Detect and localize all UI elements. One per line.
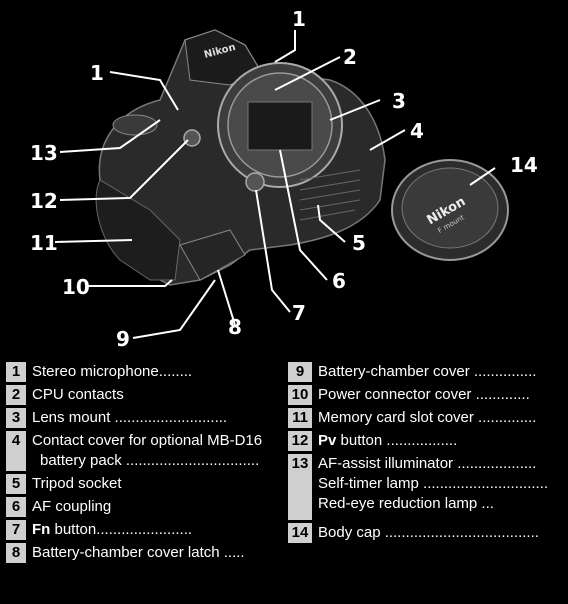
callout-3: 3 <box>392 89 406 113</box>
legend: 1 Stereo microphone........ 2 CPU contac… <box>0 362 568 604</box>
legend-number: 4 <box>6 431 26 471</box>
callout-2: 2 <box>343 45 357 69</box>
legend-label: Body cap ...............................… <box>318 524 539 541</box>
legend-label: AF-assist illuminator ..................… <box>318 455 537 472</box>
legend-label: button ................. <box>336 432 458 449</box>
legend-number: 14 <box>288 523 312 543</box>
legend-label: Stereo microphone........ <box>32 363 193 380</box>
legend-label-bold: Fn <box>32 521 51 538</box>
callout-5: 5 <box>352 231 366 255</box>
callout-13: 13 <box>30 141 58 165</box>
legend-label: CPU contacts <box>32 386 124 403</box>
callout-8: 8 <box>228 315 242 339</box>
legend-item-6: 6 AF coupling <box>6 497 274 517</box>
callout-9: 9 <box>116 327 130 351</box>
camera-diagram: Nikon Nikon F mount <box>30 7 538 351</box>
callout-4: 4 <box>410 119 424 143</box>
legend-number: 3 <box>6 408 26 428</box>
callout-1-left: 1 <box>90 61 104 85</box>
legend-item-3: 3 Lens mount ........................... <box>6 408 274 428</box>
legend-label: Contact cover for optional MB-D16 <box>32 432 263 449</box>
legend-item-7: 7 Fn button....................... <box>6 520 274 540</box>
legend-label: Memory card slot cover .............. <box>318 409 537 426</box>
legend-number: 13 <box>288 454 312 520</box>
legend-left-column: 1 Stereo microphone........ 2 CPU contac… <box>6 362 274 566</box>
legend-label: Power connector cover ............. <box>318 386 530 403</box>
legend-item-4: 4 Contact cover for optional MB-D16 batt… <box>6 431 274 471</box>
legend-number: 6 <box>6 497 26 517</box>
callout-10: 10 <box>62 275 90 299</box>
legend-number: 5 <box>6 474 26 494</box>
legend-item-9: 9 Battery-chamber cover ............... <box>288 362 564 382</box>
legend-label: Battery-chamber cover latch ..... <box>32 544 245 561</box>
legend-label: button....................... <box>50 521 193 538</box>
legend-item-11: 11 Memory card slot cover .............. <box>288 408 564 428</box>
legend-right-column: 9 Battery-chamber cover ............... … <box>288 362 564 546</box>
legend-label-line2: Self-timer lamp ........................… <box>318 475 549 492</box>
legend-number: 1 <box>6 362 26 382</box>
camera-body-illustration: Nikon <box>95 29 386 286</box>
callout-1-top: 1 <box>292 7 306 31</box>
legend-item-10: 10 Power connector cover ............. <box>288 385 564 405</box>
callout-11: 11 <box>30 231 58 255</box>
callout-6: 6 <box>332 269 346 293</box>
legend-number: 12 <box>288 431 312 451</box>
legend-label-line3: Red-eye reduction lamp ... <box>318 495 494 512</box>
callout-12: 12 <box>30 189 58 213</box>
callout-7: 7 <box>292 301 306 325</box>
legend-number: 8 <box>6 543 26 563</box>
legend-item-8: 8 Battery-chamber cover latch ..... <box>6 543 274 563</box>
legend-item-5: 5 Tripod socket <box>6 474 274 494</box>
legend-item-14: 14 Body cap ............................… <box>288 523 564 543</box>
legend-item-12: 12 Pv button ................. <box>288 431 564 451</box>
legend-number: 10 <box>288 385 312 405</box>
legend-number: 2 <box>6 385 26 405</box>
body-cap-illustration: Nikon F mount <box>391 159 509 261</box>
legend-number: 11 <box>288 408 312 428</box>
legend-item-2: 2 CPU contacts <box>6 385 274 405</box>
legend-number: 7 <box>6 520 26 540</box>
legend-label: Tripod socket <box>32 475 122 492</box>
pv-button <box>183 129 201 147</box>
legend-label: Battery-chamber cover ............... <box>318 363 537 380</box>
legend-label: Lens mount ........................... <box>32 409 228 426</box>
callout-14: 14 <box>510 153 538 177</box>
legend-label-line2: battery pack ...........................… <box>40 452 260 469</box>
legend-label: AF coupling <box>32 498 112 515</box>
legend-item-1: 1 Stereo microphone........ <box>6 362 274 382</box>
leader-lines <box>54 30 496 339</box>
legend-item-13: 13 AF-assist illuminator ...............… <box>288 454 564 520</box>
legend-number: 9 <box>288 362 312 382</box>
legend-label-bold: Pv <box>318 432 337 449</box>
fn-button <box>245 172 265 192</box>
